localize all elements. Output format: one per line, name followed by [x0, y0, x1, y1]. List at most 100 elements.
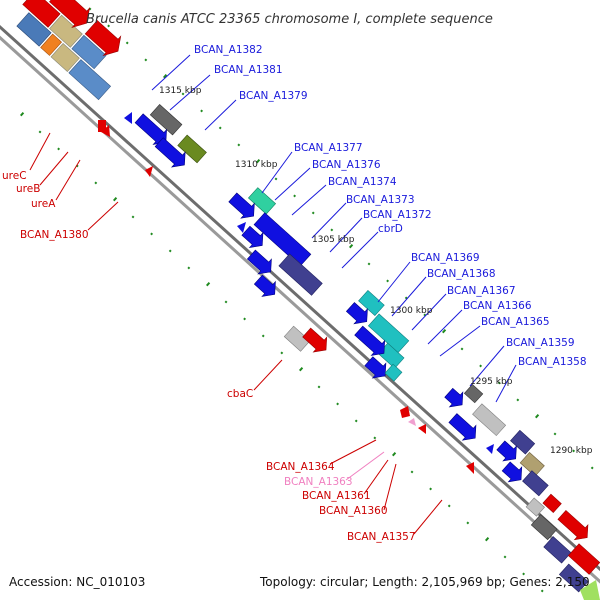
scale-tick — [485, 537, 490, 542]
scale-tick — [410, 470, 414, 474]
gene-label-BCAN_A1374: BCAN_A1374 — [328, 176, 397, 188]
map-title: Brucella canis ATCC 23365 chromosome I, … — [86, 12, 493, 27]
gene-label-ureB: ureB — [16, 183, 40, 195]
scale-tick — [354, 419, 358, 423]
gene-label-BCAN_A1381: BCAN_A1381 — [214, 64, 283, 76]
scale-tick — [516, 398, 520, 402]
scale-tick — [447, 504, 451, 508]
gene-label-BCAN_A1365: BCAN_A1365 — [481, 316, 550, 328]
gene-label-BCAN_A1364: BCAN_A1364 — [266, 461, 335, 473]
scale-tick — [299, 367, 304, 372]
scale-tick — [38, 130, 42, 134]
label-leader-lines — [29, 54, 517, 535]
scale-tick — [293, 194, 297, 198]
gene-label-BCAN_A1363: BCAN_A1363 — [284, 476, 353, 488]
gene-label-BCAN_A1373: BCAN_A1373 — [346, 194, 415, 206]
scale-tick — [131, 215, 135, 219]
forward-gene-labels: BCAN_A1382 BCAN_A1381 BCAN_A1379 BCAN_A1… — [194, 44, 587, 368]
gene-label-BCAN_A1369: BCAN_A1369 — [411, 252, 480, 264]
scale-tick — [330, 228, 334, 232]
gene-small-blue — [486, 444, 494, 454]
scale-tick — [367, 262, 371, 266]
gene-label-BCAN_A1372: BCAN_A1372 — [363, 209, 432, 221]
gene-label-BCAN_A1377: BCAN_A1377 — [294, 142, 363, 154]
scale-tick — [168, 249, 172, 253]
gene-label-BCAN_A1382: BCAN_A1382 — [194, 44, 263, 56]
scale-tick — [144, 58, 148, 62]
reverse-gene-labels: ureC ureB ureA BCAN_A1380 cbaC BCAN_A136… — [2, 170, 416, 543]
gene-label-BCAN_A1368: BCAN_A1368 — [427, 268, 496, 280]
scale-tick — [94, 181, 98, 185]
scale-tick — [20, 112, 25, 117]
scale-label: 1300 kbp — [390, 306, 433, 316]
gene-red-1364 — [400, 406, 410, 418]
scale-label: 1315 kbp — [159, 86, 202, 96]
scale-label: 1290 kbp — [550, 446, 593, 456]
scale-tick — [497, 381, 501, 385]
scale-tick — [206, 282, 211, 287]
scale-tick — [224, 300, 228, 304]
gene-A1382-arrow — [124, 112, 132, 124]
scale-tick — [187, 266, 191, 270]
gene-label-BCAN_A1358: BCAN_A1358 — [518, 356, 587, 368]
scale-tick — [237, 143, 241, 147]
scale-label: 1295 kbp — [470, 377, 513, 387]
scale-tick — [181, 92, 185, 96]
scale-tick — [112, 197, 118, 202]
gene-green-corner — [580, 580, 600, 600]
scale-tick — [336, 402, 340, 406]
scale-labels: 1315 kbp 1310 kbp 1305 kbp 1300 kbp 1295… — [159, 86, 593, 456]
gene-label-BCAN_A1367: BCAN_A1367 — [447, 285, 516, 297]
scale-tick — [386, 279, 390, 283]
scale-tick — [429, 487, 433, 491]
gene-red-1357 — [466, 462, 474, 474]
scale-tick — [107, 24, 111, 28]
scale-tick — [441, 329, 447, 334]
gene-red-1380 — [145, 166, 153, 177]
scale-tick — [261, 334, 265, 338]
scale-tick — [392, 452, 397, 457]
scale-tick — [163, 74, 168, 79]
sequence-backbone — [0, 25, 600, 584]
gene-label-cbrD: cbrD — [378, 223, 403, 235]
scale-tick — [274, 177, 278, 181]
scale-tick — [460, 347, 464, 351]
scale-tick — [317, 385, 321, 389]
gene-label-ureA: ureA — [31, 198, 56, 210]
scale-tick — [200, 109, 204, 113]
scale-tick — [572, 449, 576, 453]
scale-ticks — [20, 7, 594, 593]
topology-text: Topology: circular; Length: 2,105,969 bp… — [259, 575, 590, 589]
scale-tick — [553, 432, 557, 436]
gene-ureC-cluster — [16, 0, 122, 101]
scale-tick — [590, 466, 594, 470]
gene-label-BCAN_A1357: BCAN_A1357 — [347, 531, 416, 543]
scale-tick — [280, 351, 284, 355]
scale-tick — [256, 159, 261, 164]
gene-label-BCAN_A1360: BCAN_A1360 — [319, 505, 388, 517]
scale-tick — [150, 232, 154, 236]
gene-pink-1363 — [408, 418, 416, 426]
scale-tick — [373, 436, 377, 440]
gene-features — [16, 0, 600, 600]
gene-small-arrow-1374 — [237, 222, 246, 233]
gene-red-small — [98, 120, 106, 132]
gene-label-BCAN_A1359: BCAN_A1359 — [506, 337, 575, 349]
accession-text: Accession: NC_010103 — [9, 575, 145, 589]
scale-tick — [349, 244, 354, 249]
scale-tick — [311, 211, 315, 215]
scale-tick — [479, 364, 483, 368]
scale-tick — [522, 572, 526, 576]
scale-tick — [466, 521, 470, 525]
scale-label: 1310 kbp — [235, 160, 278, 170]
scale-label: 1305 kbp — [312, 235, 355, 245]
scale-tick — [503, 555, 507, 559]
scale-tick — [243, 317, 247, 321]
gene-label-BCAN_A1380: BCAN_A1380 — [20, 229, 89, 241]
gene-label-BCAN_A1376: BCAN_A1376 — [312, 159, 381, 171]
gene-label-BCAN_A1366: BCAN_A1366 — [463, 300, 532, 312]
scale-tick — [218, 126, 222, 130]
gene-label-ureC: ureC — [2, 170, 27, 182]
scale-tick — [540, 589, 544, 593]
